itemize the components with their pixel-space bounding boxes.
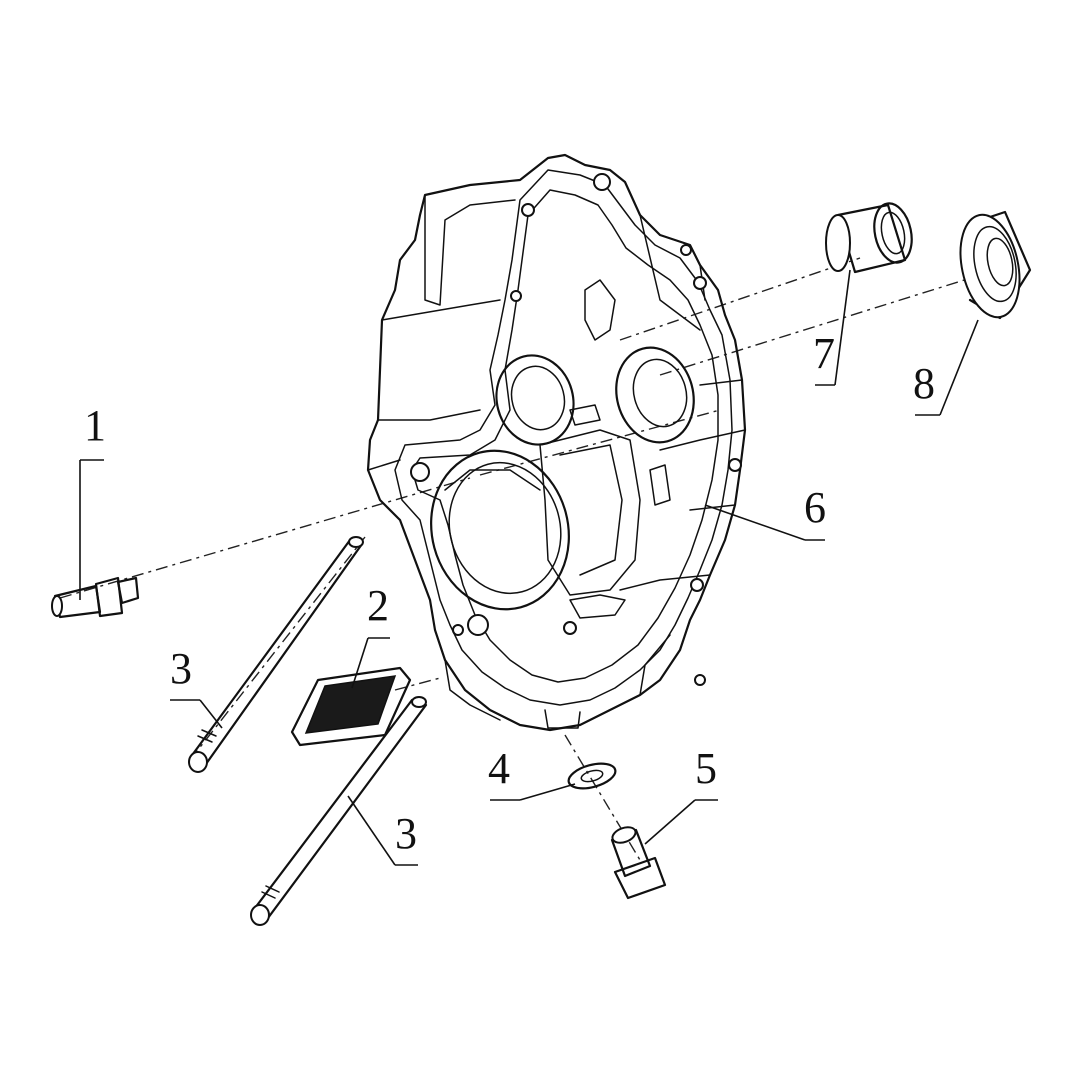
callout-2: 2 <box>367 581 389 630</box>
washer <box>567 762 617 790</box>
stud-upper <box>188 536 364 773</box>
gasket <box>290 666 412 747</box>
bearing <box>959 210 1032 320</box>
callout-3-lower: 3 <box>395 809 417 858</box>
callout-3-upper: 3 <box>170 644 192 693</box>
callout-1: 1 <box>84 401 106 450</box>
callout-labels: 1 2 3 3 4 5 6 7 8 <box>84 329 935 858</box>
callout-7: 7 <box>813 329 835 378</box>
stud-lower <box>250 696 428 926</box>
callout-5: 5 <box>695 744 717 793</box>
leader-lines <box>79 269 979 866</box>
bolt-left <box>51 576 140 619</box>
callout-8: 8 <box>913 359 935 408</box>
callout-4: 4 <box>488 744 510 793</box>
bushing <box>825 202 913 274</box>
drain-plug <box>610 826 667 900</box>
callout-6: 6 <box>804 483 826 532</box>
crankcase-half <box>366 153 747 732</box>
